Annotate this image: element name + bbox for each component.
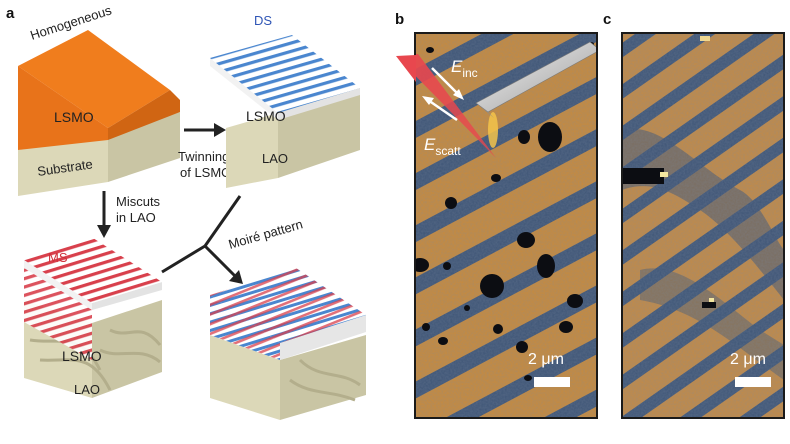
- ms-block: [24, 238, 162, 398]
- moire-substrate-side-right: [280, 335, 366, 420]
- map-c-defects: [622, 36, 716, 308]
- e-scatt-subscript: scatt: [435, 144, 461, 158]
- e-inc-base: E: [451, 57, 463, 76]
- moire-film-front-left-overlay: [210, 295, 280, 360]
- merge-line-to-moire: [203, 244, 238, 279]
- panel-label-c: c: [603, 11, 611, 28]
- scalebar-b: [534, 377, 570, 387]
- ms-film-stripes-front: [24, 268, 92, 360]
- map-b-dark-domains: [415, 42, 594, 381]
- ms-substrate-label: LAO: [74, 382, 100, 397]
- near-field-map-c: [622, 33, 784, 418]
- ms-film-edge-right: [92, 282, 162, 310]
- ds-film-label: LSMO: [246, 108, 286, 124]
- e-scatt-arrow-head: [422, 96, 434, 105]
- ms-film-stripes: [24, 238, 162, 303]
- merge-arrow-head: [229, 270, 243, 284]
- scalebar-c: [735, 377, 771, 387]
- homogeneous-film-top: [18, 30, 170, 128]
- arrow-twinning-label-2: of LSMO: [180, 165, 231, 180]
- panel-label-b: b: [395, 11, 404, 28]
- moire-film-stripes-red: [210, 268, 366, 343]
- homogeneous-substrate-side-left: [18, 136, 108, 196]
- homogeneous-film-label: LSMO: [54, 109, 94, 125]
- laser-beam: [415, 54, 496, 158]
- ds-film-edge-right: [278, 88, 360, 120]
- scalebar-b-label: 2 μm: [528, 351, 564, 368]
- moire-title: Moiré pattern: [227, 216, 305, 252]
- e-inc-subscript: inc: [462, 66, 477, 80]
- e-inc-label: Einc: [451, 57, 478, 80]
- ds-film-edge-left: [210, 58, 278, 120]
- ms-film-label: LSMO: [62, 348, 102, 364]
- e-inc-arrow-line: [431, 67, 461, 97]
- e-scatt-arrow-line: [427, 98, 458, 122]
- arrow-miscuts-head: [97, 225, 111, 238]
- moire-miscut-terraces: [289, 358, 361, 402]
- moire-substrate-side-left: [210, 335, 280, 420]
- ms-title: MS: [48, 250, 68, 265]
- arrow-twinning-label-1: Twinning: [178, 149, 229, 164]
- homogeneous-film-left: [18, 66, 108, 150]
- homogeneous-title: Homogeneous: [28, 2, 114, 43]
- near-field-map-b: [415, 33, 597, 418]
- map-c-frame: [621, 32, 785, 419]
- ds-substrate-side-left: [226, 113, 278, 188]
- tip-glow: [488, 112, 498, 148]
- moire-block: [210, 268, 366, 420]
- e-inc-arrow-head: [453, 89, 464, 100]
- e-scatt-base: E: [424, 135, 436, 154]
- ds-substrate-label: LAO: [262, 151, 288, 166]
- ds-title: DS: [254, 13, 272, 28]
- moire-film-edge-right: [280, 315, 366, 360]
- homogeneous-substrate-side-right: [108, 112, 180, 182]
- merge-line-from-ds: [203, 195, 242, 247]
- arrow-miscuts-label-2: in LAO: [116, 210, 156, 225]
- panel-label-a: a: [6, 5, 15, 22]
- e-scatt-label: Escatt: [424, 135, 461, 158]
- scalebar-c-label: 2 μm: [730, 351, 766, 368]
- merge-line-from-ms: [161, 244, 206, 274]
- arrow-miscuts-label-1: Miscuts: [116, 194, 161, 209]
- laser-beam-outside: [396, 55, 416, 82]
- afm-tip: [476, 103, 494, 118]
- arrow-twinning-head: [214, 123, 226, 137]
- ds-block: [210, 35, 360, 188]
- map-c-grain: [622, 33, 784, 418]
- ds-film-stripes: [210, 35, 360, 113]
- ms-substrate-side-right: [92, 300, 162, 398]
- homogeneous-film-right: [108, 90, 180, 140]
- homogeneous-block: [18, 30, 180, 196]
- map-b-frame: [414, 32, 598, 419]
- ms-film-edge-left: [24, 260, 92, 310]
